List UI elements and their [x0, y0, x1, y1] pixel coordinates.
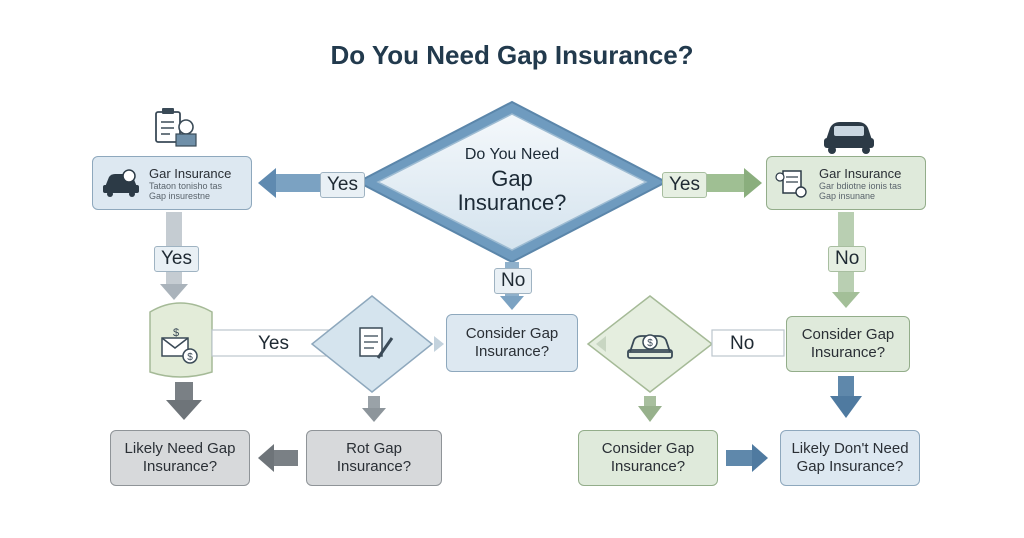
box-likely-dont: Likely Don't Need Gap Insurance? [780, 430, 920, 486]
arrow-left-yes-head [258, 168, 276, 198]
arrow-to-likely-dont [752, 444, 768, 472]
box-right-consider: Consider Gap Insurance? [786, 316, 910, 372]
left-card-line2: Gap insurestne [149, 190, 211, 201]
box-center-consider: Consider Gap Insurance? [446, 314, 578, 372]
car-icon [824, 122, 874, 154]
arrow-right-yes-head [744, 168, 762, 198]
svg-text:$: $ [173, 327, 179, 339]
label-yes-left: Yes [320, 172, 365, 198]
center-question-line3: Insurance? [457, 190, 567, 215]
right-card-line2: Gap insunane [819, 190, 876, 201]
page-title: Do You Need Gap Insurance? [330, 40, 694, 70]
box-bottom-consider: Consider Gap Insurance? [578, 430, 718, 486]
right-insurance-card: Gar Insurance Gar bdiotne ionis tas Gap … [766, 156, 926, 210]
label-yes-mid: Yes [258, 333, 289, 354]
car-money-icon [103, 169, 139, 197]
svg-text:$: $ [187, 352, 193, 363]
arrow-left-down [160, 284, 188, 300]
left-card-line1: Tataon tonisho tas [149, 180, 223, 191]
car-dollar-icon: $ [627, 334, 673, 359]
label-no-mid: No [730, 333, 755, 354]
money-envelope-icon: $ $ [161, 327, 198, 364]
center-question-line1: Do You Need [464, 146, 560, 163]
arrow-to-likely-need [258, 444, 274, 472]
right-card-heading: Gar Insurance [819, 165, 902, 181]
label-no-right-down: No [828, 246, 867, 272]
arrow-likely-need [166, 400, 202, 420]
arrow-center-down [500, 296, 524, 310]
left-insurance-card: Gar Insurance Tataon tonisho tas Gap ins… [92, 156, 252, 210]
label-yes-right: Yes [662, 172, 707, 198]
label-no-center: No [494, 268, 533, 294]
svg-text:$: $ [647, 338, 653, 349]
left-card-heading: Gar Insurance [149, 165, 232, 181]
right-card-line1: Gar bdiotne ionis tas [819, 180, 902, 191]
box-likely-need: Likely Need Gap Insurance? [110, 430, 250, 486]
box-rot-gap: Rot Gap Insurance? [306, 430, 442, 486]
arrow-likely-dont [830, 396, 862, 418]
clipboard-money-icon [155, 108, 197, 147]
document-money-icon [775, 170, 807, 198]
label-yes-left-down: Yes [154, 246, 199, 272]
center-question-line2: Gap [491, 166, 533, 191]
arrow-right-down [832, 292, 860, 308]
arrow-bottom-consider [638, 406, 662, 422]
arrow-rot-gap [362, 408, 386, 422]
document-pen-icon [359, 327, 394, 359]
